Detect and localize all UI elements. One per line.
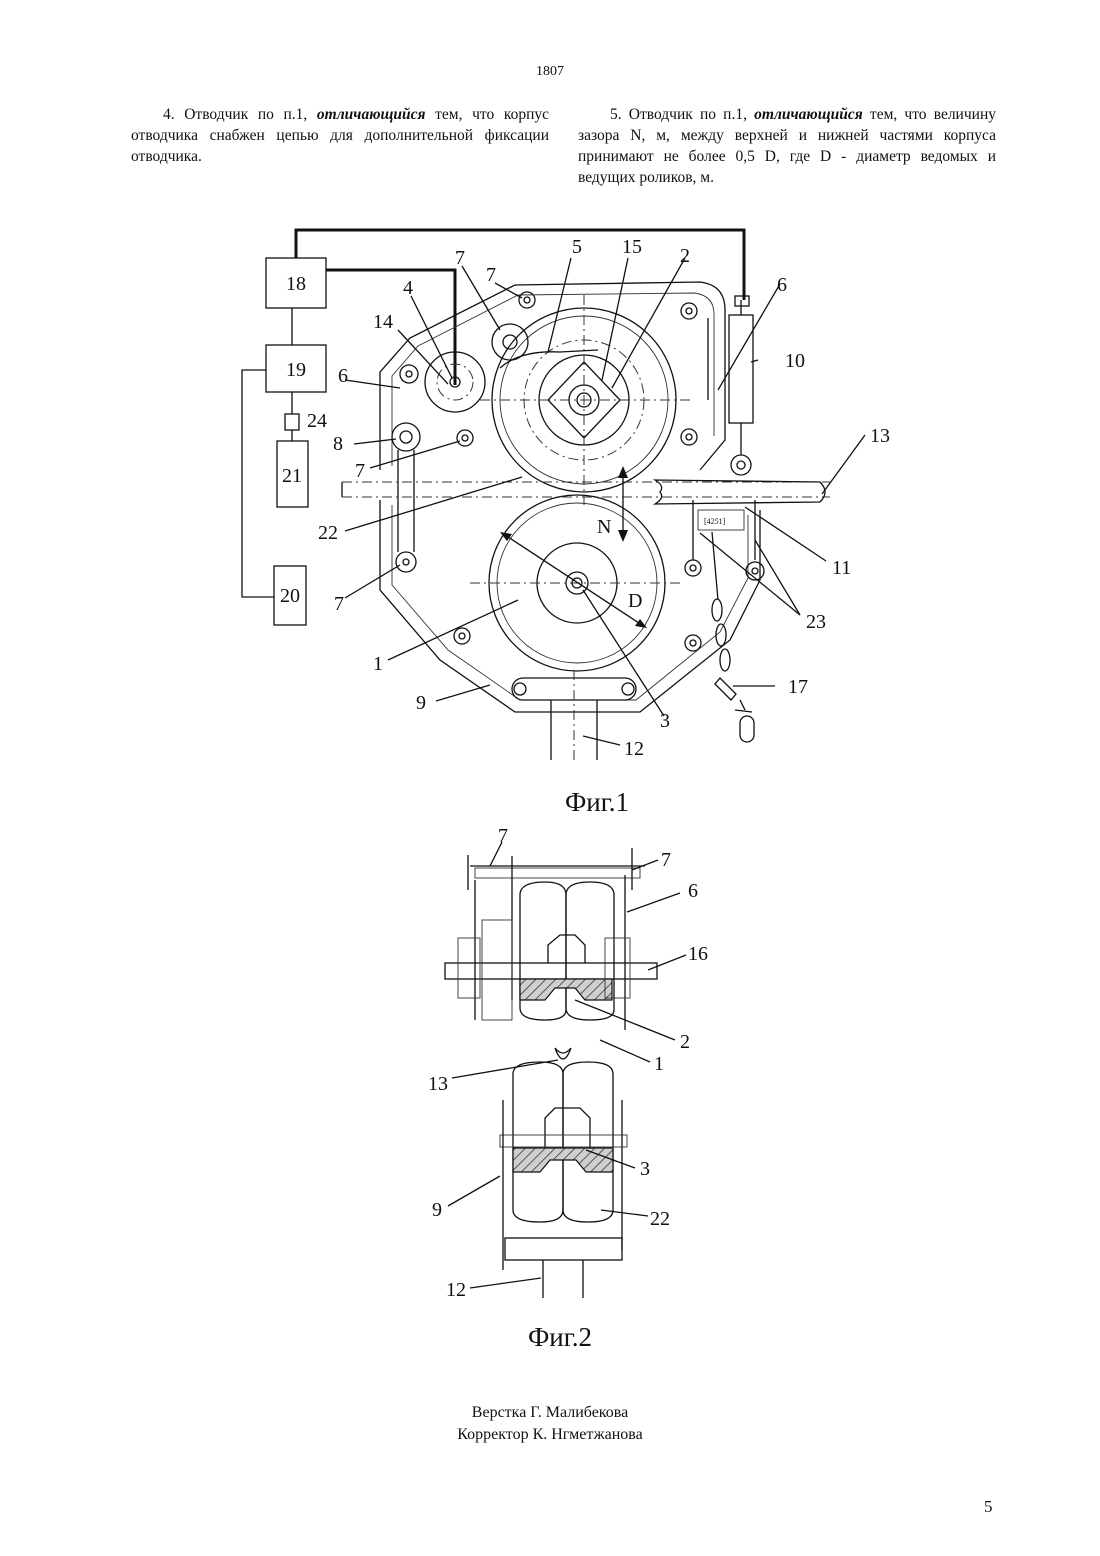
- fig1-label-10: 10: [785, 350, 805, 372]
- fig2-label-16: 16: [688, 943, 708, 965]
- fig2-label-9: 9: [432, 1199, 442, 1221]
- fig1-label-d: D: [628, 590, 642, 612]
- fig2-lower-tyre-left: [513, 1062, 563, 1222]
- diameter-d-arrow: [502, 533, 645, 627]
- fig2-label-7b: 7: [661, 849, 671, 871]
- diameter-d-arrowhead-end: [635, 619, 647, 628]
- fig1-label-8: 8: [333, 433, 343, 455]
- credits-corrector: Корректор К. Нгметжанова: [0, 1424, 1100, 1446]
- fig1-label-12: 12: [624, 738, 644, 760]
- idler-gear: [492, 324, 528, 360]
- lower-housing: [380, 500, 760, 712]
- hydraulic-cylinder: [729, 315, 753, 423]
- fig1-label-17: 17: [788, 676, 808, 698]
- fig2-label-7a: 7: [498, 825, 508, 847]
- cylinder-clevis-top: [735, 296, 749, 306]
- fig2-label-13: 13: [428, 1073, 448, 1095]
- fig1-label-7c: 7: [355, 460, 365, 482]
- fig1-label-3: 3: [660, 710, 670, 732]
- fig1-label-1: 1: [373, 653, 383, 675]
- block-24: [285, 414, 299, 430]
- fig2-label-6: 6: [688, 880, 698, 902]
- fig1-label-6b: 6: [338, 365, 348, 387]
- fig2-top-rod: [475, 868, 640, 878]
- gap-n-arrowhead-bottom: [618, 530, 628, 542]
- fig1-label-13: 13: [870, 425, 890, 447]
- fig1-label-5: 5: [572, 236, 582, 258]
- fig1-label-7a: 7: [455, 247, 465, 269]
- fig1-label-22: 22: [318, 522, 338, 544]
- support-bolt-right: [622, 683, 634, 695]
- support-bolt-left: [514, 683, 526, 695]
- fig2-left-bearing: [458, 938, 480, 998]
- fig1-label-4: 4: [403, 277, 413, 299]
- fig2-pipe: [555, 1048, 571, 1059]
- fig2-label-2: 2: [680, 1031, 690, 1053]
- fig2-label-22: 22: [650, 1208, 670, 1230]
- bolts: [396, 292, 764, 651]
- figure-2-caption: Фиг.2: [460, 1322, 660, 1353]
- fig1-label-23: 23: [806, 611, 826, 633]
- figure-1-caption: Фиг.1: [497, 787, 697, 818]
- figure-2: 7 7 6 16 2 1 13 3 9 22 12: [428, 825, 708, 1301]
- pivot-8: [392, 423, 420, 451]
- block-21-label: 21: [282, 465, 302, 487]
- fig2-bottom-frame: [505, 1238, 622, 1260]
- wire-19-20: [242, 370, 274, 597]
- fig2-label-1: 1: [654, 1053, 664, 1075]
- cylinder-eye: [731, 455, 751, 475]
- credits-layout: Верстка Г. Малибекова: [0, 1402, 1100, 1424]
- page-number-bottom: 5: [984, 1497, 993, 1517]
- fig2-lower-hub-top: [545, 1108, 590, 1148]
- fig1-tag-text: [4251]: [704, 517, 726, 526]
- idler-axle: [503, 335, 517, 349]
- block-19-label: 19: [286, 359, 306, 381]
- fig1-label-7d: 7: [334, 593, 344, 615]
- fig1-label-2: 2: [680, 245, 690, 267]
- figure-1: 18 19 21 20 24 5 15 2 7 7 6 4 14 6 10 8 …: [242, 230, 890, 760]
- fig1-label-7b: 7: [486, 264, 496, 286]
- credits: Верстка Г. Малибекова Корректор К. Нгмет…: [0, 1402, 1100, 1446]
- fig2-lower-tyre-right: [563, 1062, 613, 1222]
- cylinder-eye-pin: [737, 461, 745, 469]
- fig1-label-9: 9: [416, 692, 426, 714]
- block-20-label: 20: [280, 585, 300, 607]
- block-24-label: 24: [307, 410, 327, 432]
- fig1-label-11: 11: [832, 557, 851, 579]
- fig2-gearbox: [482, 920, 512, 1020]
- fig2-label-3: 3: [640, 1158, 650, 1180]
- fig1-label-15: 15: [622, 236, 642, 258]
- block-18-label: 18: [286, 273, 306, 295]
- fig1-label-6a: 6: [777, 274, 787, 296]
- wire-18-to-cylinder: [296, 230, 744, 300]
- fig1-label-n: N: [597, 516, 611, 538]
- pipe-guide-sleeve: [655, 480, 825, 504]
- pivot-8-center: [400, 431, 412, 443]
- fig2-label-12: 12: [446, 1279, 466, 1301]
- fig1-label-14: 14: [373, 311, 393, 333]
